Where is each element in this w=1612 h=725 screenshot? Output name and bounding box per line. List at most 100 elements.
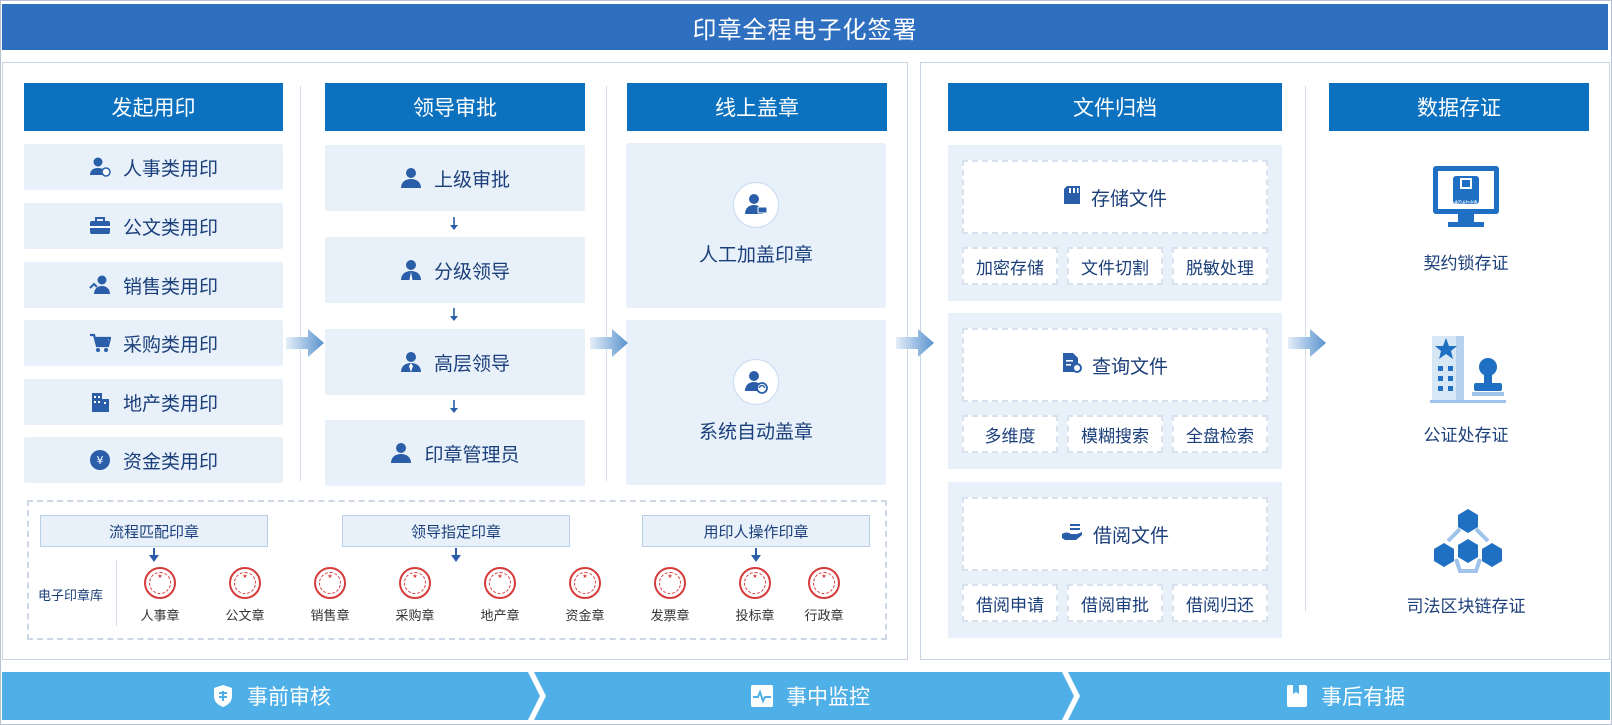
seal-icon-doc: ★	[229, 567, 261, 599]
archive-sub-item: 多维度	[962, 415, 1058, 453]
archive-borrow-title: 借阅文件	[962, 497, 1268, 571]
shield-icon	[211, 684, 235, 708]
stamp-auto-block: 系统自动盖章	[626, 320, 886, 485]
archive-sub-item: 借阅申请	[962, 584, 1058, 622]
header-evidence: 数据存证	[1329, 83, 1589, 131]
archive-sub-item: 借阅归还	[1172, 584, 1268, 622]
user-icon	[400, 167, 422, 189]
flow-arrow-icon	[896, 329, 934, 357]
archive-sub-item: 全盘检索	[1172, 415, 1268, 453]
monitor-icon	[1430, 164, 1502, 230]
approval-step-label: 高层领导	[433, 352, 510, 375]
seal-name: 资金章	[565, 609, 605, 624]
initiate-item-label: 销售类用印	[122, 275, 218, 298]
initiate-item-label: 公文类用印	[122, 216, 218, 239]
footer-label: 事中监控	[786, 685, 870, 709]
flow-arrow-icon	[1288, 329, 1326, 357]
approval-step-superior: 上级审批	[325, 145, 585, 211]
pulse-icon	[750, 684, 774, 708]
seal-name: 发票章	[650, 609, 690, 624]
stamp-auto-label: 系统自动盖章	[698, 421, 813, 443]
header-archive: 文件归档	[948, 83, 1282, 131]
approval-step-label: 上级审批	[433, 168, 510, 191]
stamp-hand-icon	[733, 182, 779, 228]
page-title: 印章全程电子化签署	[2, 4, 1608, 50]
seal-icon-invoice: ★	[654, 567, 686, 599]
divider	[116, 560, 117, 626]
approval-step-label: 分级领导	[433, 260, 510, 283]
seal-icon-purchase: ★	[399, 567, 431, 599]
user-tie-icon	[400, 351, 422, 373]
seal-name: 公文章	[225, 609, 265, 624]
stamp-auto-icon	[733, 359, 779, 405]
seal-library	[27, 500, 887, 640]
seal-icon-sales: ★	[314, 567, 346, 599]
seal-icon-admin: ★	[808, 567, 840, 599]
evidence-label: 司法区块链存证	[1406, 597, 1526, 617]
notary-building-icon	[1426, 332, 1510, 404]
archive-query-group: 查询文件 多维度 模糊搜索 全盘检索	[948, 313, 1282, 469]
seal-icon-hr: ★	[144, 567, 176, 599]
archive-sub-item: 模糊搜索	[1067, 415, 1163, 453]
initiate-item-label: 资金类用印	[122, 450, 218, 473]
seal-mode-leader: 领导指定印章	[342, 515, 570, 547]
footer-post-evidence: 事后有据	[1080, 672, 1610, 720]
archive-group-title: 借阅文件	[1092, 524, 1169, 547]
footer-in-process: 事中监控	[546, 672, 1074, 720]
monitor-screen-text: 契约锁	[1454, 200, 1478, 209]
svg-text:¥: ¥	[96, 454, 103, 467]
storage-card-icon	[1063, 185, 1081, 210]
down-arrow-icon	[751, 548, 761, 562]
briefcase-icon	[89, 215, 111, 237]
seal-icon-fund: ★	[569, 567, 601, 599]
down-arrow-icon	[451, 548, 461, 562]
person-badge-icon	[89, 156, 111, 178]
down-arrow-icon	[149, 548, 159, 562]
flow-arrow-icon	[286, 329, 324, 357]
initiate-item-label: 地产类用印	[122, 392, 218, 415]
archive-borrow-group: 借阅文件 借阅申请 借阅审批 借阅归还	[948, 482, 1282, 638]
archive-query-title: 查询文件	[962, 328, 1268, 402]
building-icon	[89, 391, 111, 413]
footer-chevrons	[2, 672, 1610, 720]
bookmark-icon	[1285, 684, 1309, 708]
initiate-item-hr: 人事类用印	[24, 144, 283, 190]
header-approval: 领导审批	[325, 83, 585, 131]
approval-step-label: 印章管理员	[424, 443, 520, 466]
header-initiate: 发起用印	[24, 83, 283, 131]
down-arrow-icon	[450, 400, 458, 413]
sales-person-icon	[89, 274, 111, 296]
initiate-item-sales: 销售类用印	[24, 262, 283, 308]
evidence-label: 契约锁存证	[1423, 254, 1509, 274]
down-arrow-icon	[450, 217, 458, 230]
initiate-item-label: 人事类用印	[122, 157, 218, 180]
archive-sub-item: 借阅审批	[1067, 584, 1163, 622]
seal-name: 销售章	[310, 609, 350, 624]
divider	[606, 86, 607, 481]
hand-give-icon	[1061, 523, 1083, 546]
archive-sub-item: 加密存储	[962, 247, 1058, 285]
footer-pre-review: 事前审核	[2, 672, 540, 720]
seal-icon-estate: ★	[484, 567, 516, 599]
user-icon	[390, 442, 412, 464]
initiate-item-doc: 公文类用印	[24, 203, 283, 249]
down-arrow-icon	[450, 308, 458, 321]
stamp-manual-label: 人工加盖印章	[698, 244, 813, 266]
user-icon	[400, 259, 422, 281]
stamp-manual-block: 人工加盖印章	[626, 143, 886, 308]
seal-name: 人事章	[140, 609, 180, 624]
archive-storage-title: 存储文件	[962, 160, 1268, 234]
archive-sub-item: 文件切割	[1067, 247, 1163, 285]
header-stamping: 线上盖章	[627, 83, 887, 131]
archive-group-title: 存储文件	[1090, 187, 1167, 210]
seal-mode-user: 用印人操作印章	[642, 515, 870, 547]
approval-step-senior: 高层领导	[325, 329, 585, 395]
footer-ribbon: 事前审核 事中监控 事后有据	[0, 672, 1612, 720]
seal-name: 行政章	[804, 609, 844, 624]
initiate-item-fund: ¥ 资金类用印	[24, 437, 283, 483]
cart-icon	[89, 332, 111, 354]
seal-icon-bid: ★	[739, 567, 771, 599]
seal-mode-process: 流程匹配印章	[40, 515, 268, 547]
divider	[300, 86, 301, 481]
initiate-item-label: 采购类用印	[122, 333, 218, 356]
